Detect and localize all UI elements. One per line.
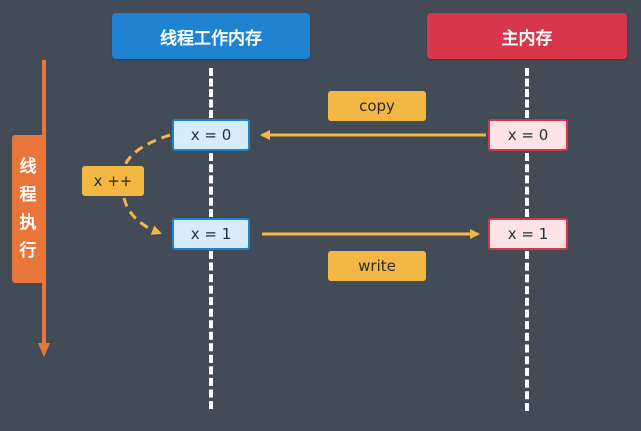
write-label: write	[328, 251, 426, 281]
increment-curve-bottom	[122, 197, 162, 235]
thread-label-char-3: 执	[19, 213, 37, 233]
increment-curve-top	[122, 133, 171, 169]
main-lifeline-middle	[525, 153, 529, 217]
main-memory-value-after: x = 1	[488, 218, 568, 250]
work-memory-value-before: x = 0	[172, 119, 250, 151]
thread-lifeline-middle	[209, 153, 213, 217]
thread-lifeline-bottom	[209, 251, 213, 409]
thread-execution-label: 线 程 执 行	[12, 135, 44, 283]
thread-lifeline-top	[209, 68, 213, 118]
work-memory-value-after: x = 1	[172, 218, 250, 250]
thread-label-char-2: 程	[19, 185, 37, 205]
increment-label: x ++	[82, 166, 144, 196]
thread-label-char-4: 行	[19, 241, 37, 261]
main-lifeline-bottom	[525, 251, 529, 411]
thread-memory-header: 线程工作内存	[112, 13, 310, 59]
thread-label-char-1: 线	[19, 157, 37, 177]
main-memory-header: 主内存	[427, 13, 627, 59]
main-lifeline-top	[525, 68, 529, 118]
main-memory-value-before: x = 0	[488, 119, 568, 151]
copy-label: copy	[328, 91, 426, 121]
